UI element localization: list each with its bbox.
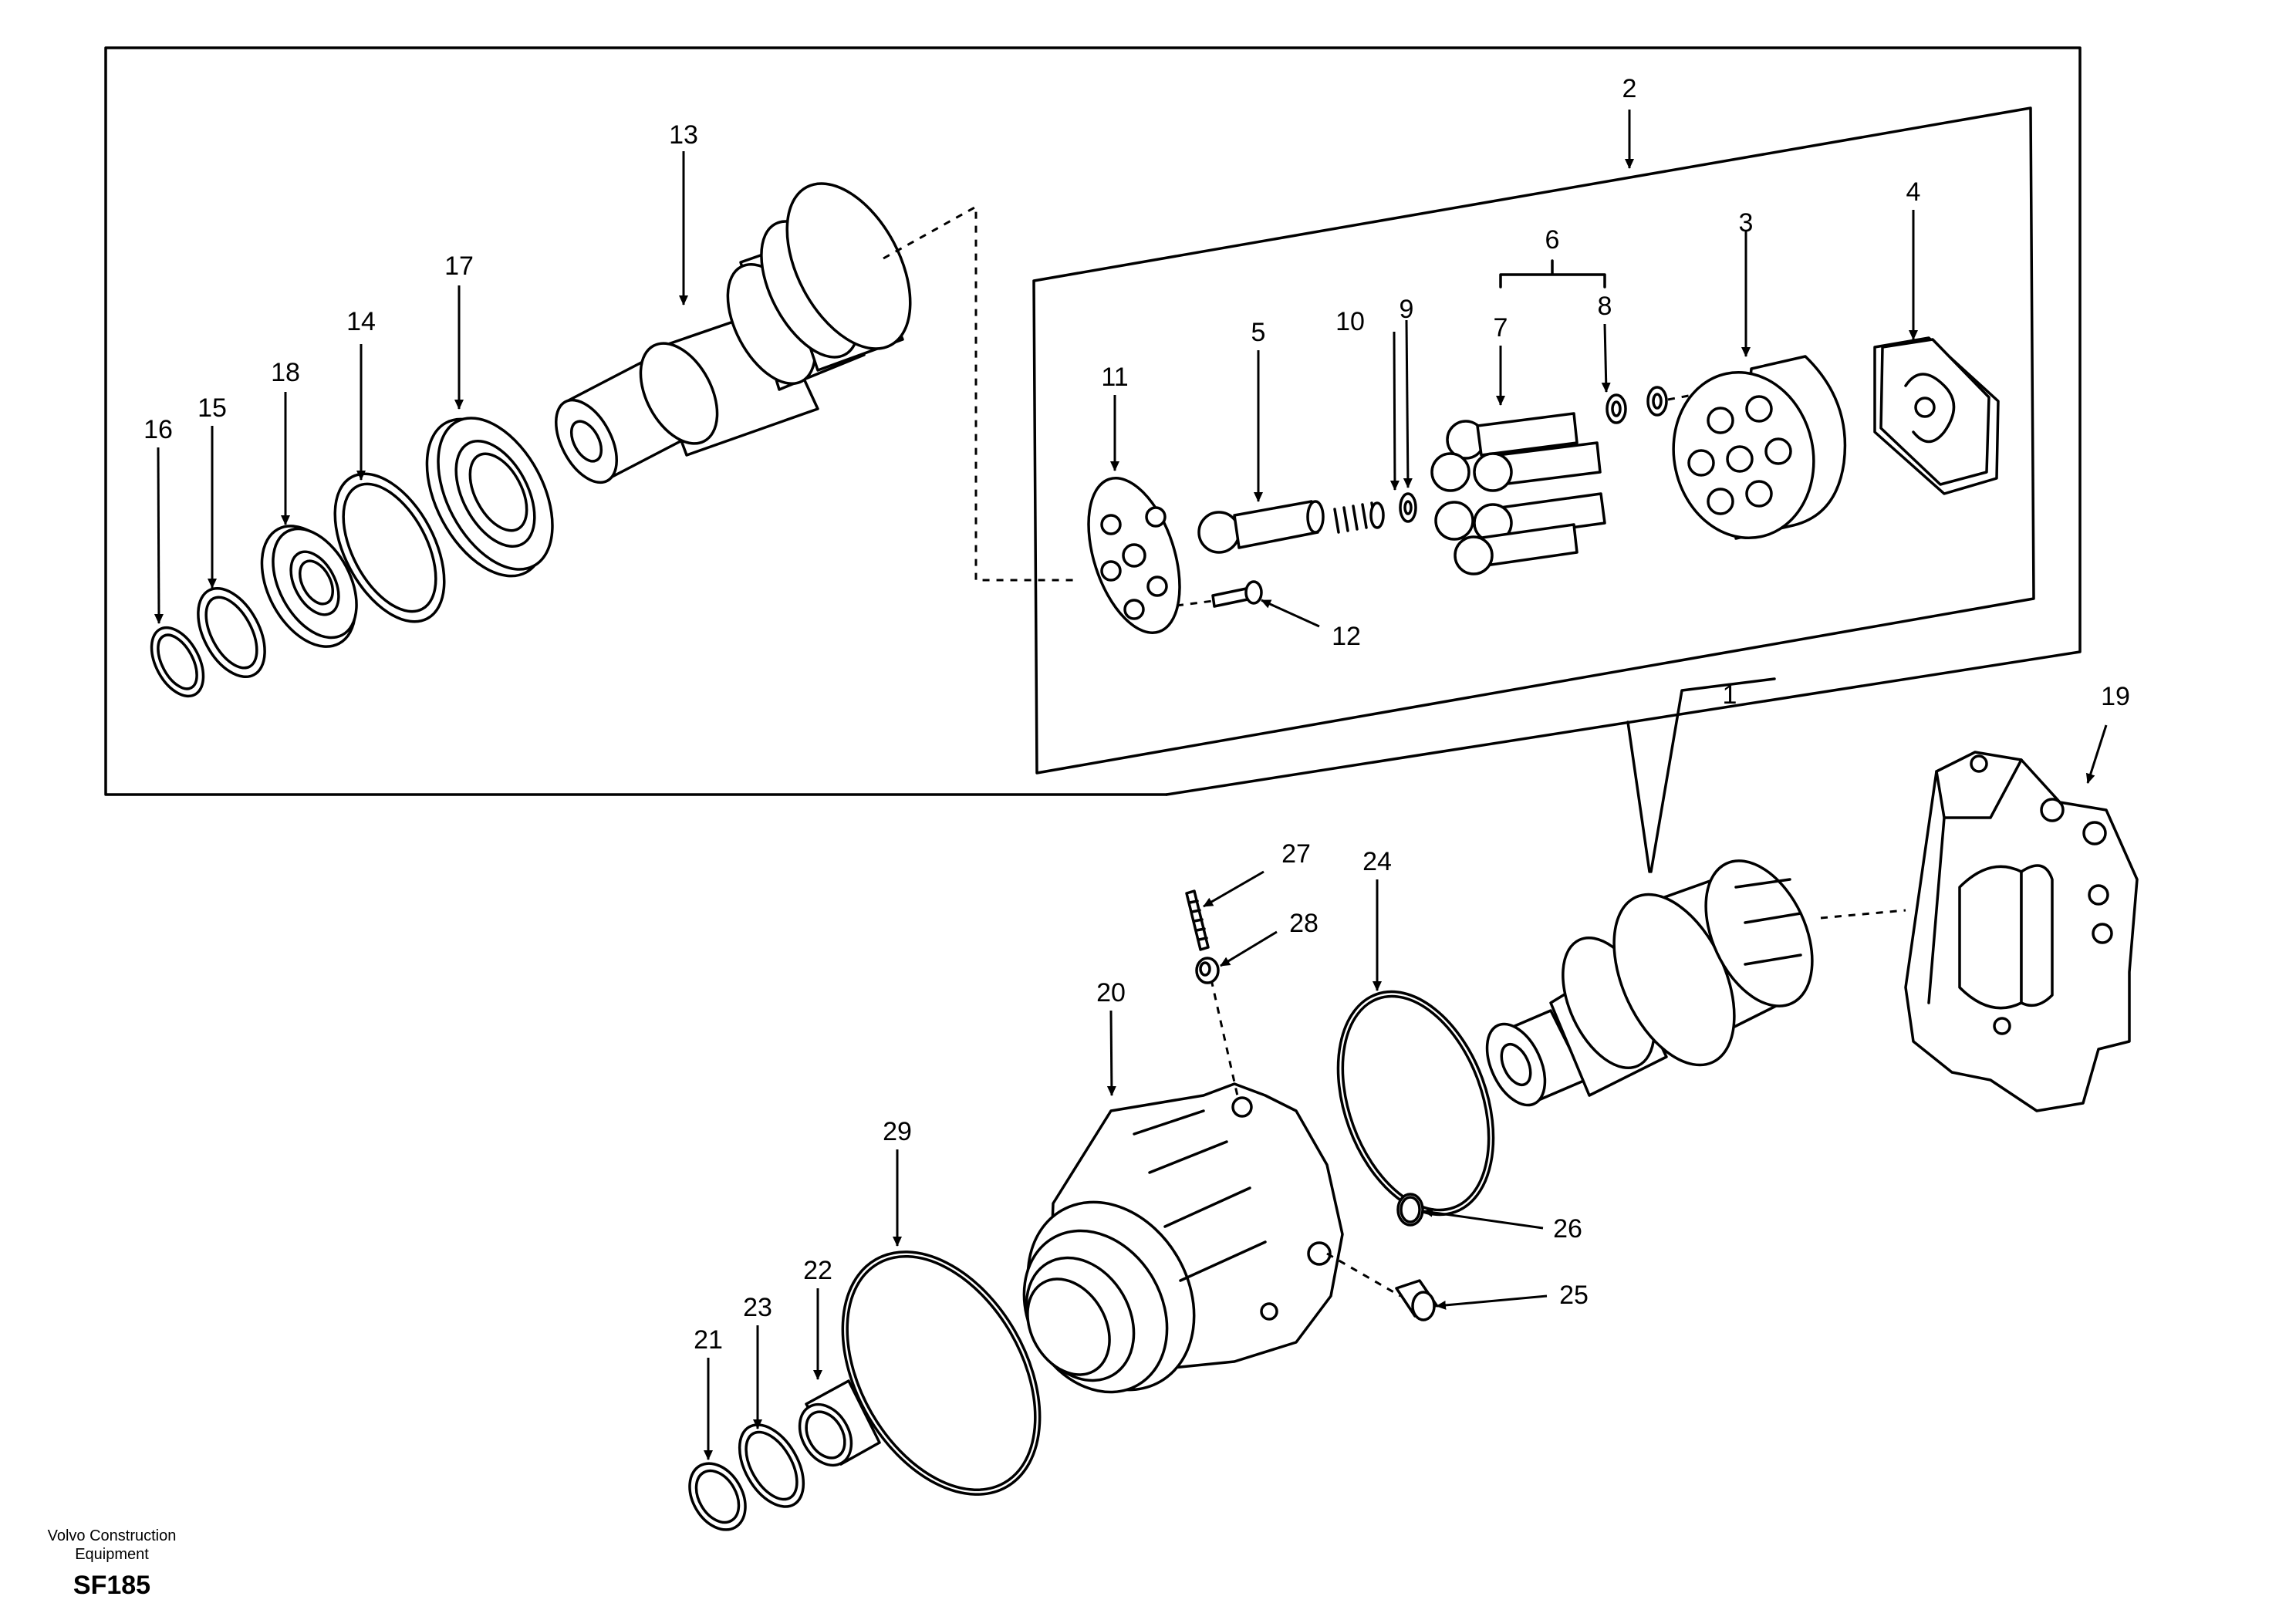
callout-26: 26 [1553, 1214, 1582, 1244]
housing-dash-25 [1326, 1252, 1401, 1298]
callout-17: 17 [444, 251, 474, 281]
callout-14: 14 [346, 307, 376, 336]
callout-16: 16 [144, 415, 173, 444]
washer-9 [1399, 492, 1417, 523]
callout-19: 19 [2101, 682, 2130, 711]
shim-14 [333, 472, 446, 623]
brand-name-line2: Equipment [75, 1546, 149, 1563]
detail-frame-1 [104, 46, 2082, 796]
bearing-18 [260, 525, 358, 648]
plug-27 [1185, 889, 1210, 951]
leader-lines [154, 110, 2108, 1460]
o-ring-24 [1336, 990, 1495, 1217]
callout-7: 7 [1494, 313, 1508, 343]
callout-12: 12 [1332, 622, 1361, 651]
callout-29: 29 [883, 1117, 912, 1146]
callout-4: 4 [1906, 177, 1921, 207]
callout-5: 5 [1251, 318, 1266, 347]
callout-10: 10 [1335, 307, 1365, 336]
callout-13: 13 [669, 120, 698, 150]
callout-15: 15 [198, 393, 227, 423]
screw-12-dash [1176, 599, 1214, 607]
o-ring-29 [841, 1250, 1042, 1496]
callout-3: 3 [1739, 208, 1754, 238]
callout-2: 2 [1622, 74, 1637, 103]
callout-24: 24 [1362, 847, 1392, 876]
callout-1: 1 [1723, 680, 1737, 710]
retainer-plate-11 [1087, 477, 1181, 634]
detail-frame-2 [1032, 106, 2035, 775]
leader-1 [1626, 677, 1776, 873]
center-pin-5 [1197, 500, 1325, 554]
end-cover-19 [1904, 751, 2139, 1112]
shaft-link-dashes [883, 204, 1076, 582]
callout-23: 23 [743, 1293, 772, 1322]
callout-21: 21 [694, 1325, 723, 1355]
callout-27: 27 [1281, 839, 1311, 869]
callout-28: 28 [1289, 909, 1319, 938]
screw-12 [1211, 580, 1263, 608]
nut-28 [1195, 957, 1220, 984]
o-ring-26 [1396, 1193, 1424, 1227]
callout-11: 11 [1101, 363, 1128, 392]
cylinder-block-3 [1672, 355, 1847, 540]
brand-name-line1: Volvo Construction [47, 1527, 177, 1544]
plug-25 [1395, 1279, 1438, 1321]
ring-15 [197, 586, 266, 679]
pistons-7 [1430, 412, 1606, 575]
callout-6: 6 [1545, 225, 1560, 255]
collar-22 [798, 1379, 881, 1467]
bearing-17 [425, 417, 554, 578]
retaining-ring-21 [688, 1462, 747, 1531]
callout-9: 9 [1400, 295, 1414, 324]
shaft-13 [555, 182, 912, 484]
callout-25: 25 [1559, 1281, 1589, 1310]
sheet-code: SF185 [73, 1571, 151, 1600]
rings-8 [1606, 386, 1668, 424]
callout-20: 20 [1096, 978, 1126, 1007]
valve-plate-4 [1873, 336, 2000, 495]
housing-20 [1022, 1082, 1344, 1394]
rotating-group-1 [1485, 859, 1814, 1107]
retaining-ring-16 [150, 626, 205, 698]
callout-8: 8 [1598, 292, 1612, 321]
spring-10 [1333, 501, 1385, 534]
callout-22: 22 [803, 1256, 832, 1285]
group1-to-19-dash [1820, 909, 1906, 920]
housing-dash-28 [1210, 979, 1240, 1100]
ring-23 [738, 1423, 805, 1508]
callout-18: 18 [271, 358, 300, 387]
